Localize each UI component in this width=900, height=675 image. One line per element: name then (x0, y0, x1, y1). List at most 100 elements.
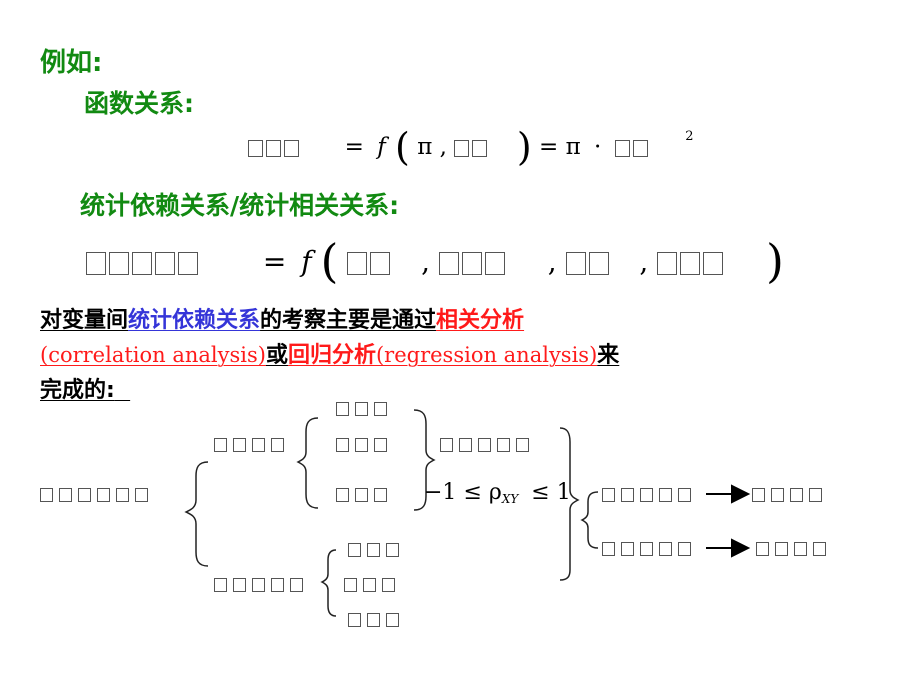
missing-glyph-icon (252, 437, 265, 452)
missing-glyph-icon (659, 487, 672, 502)
missing-glyph-icon (454, 139, 470, 157)
correlation-range: −1 ≤ ρXY ≤ 1 (424, 480, 571, 506)
missing-glyph-icon (355, 401, 368, 416)
missing-glyph-icon (516, 437, 529, 452)
missing-glyph-icon (271, 437, 284, 452)
missing-glyph-icon (363, 577, 376, 592)
missing-glyph-icon (370, 252, 391, 275)
missing-glyph-icon (771, 487, 784, 502)
le-sign-2: ≤ (531, 480, 550, 505)
missing-glyph-icon (775, 541, 788, 556)
para-highlight-blue: 统计依赖关系 (128, 308, 261, 333)
lower-item-2 (344, 576, 401, 592)
upper-right-label (440, 436, 535, 452)
missing-glyph-icon (382, 577, 395, 592)
paragraph-line-1: 对变量间统计依赖关系的考察主要是通过相关分析 (40, 310, 524, 332)
missing-glyph-icon (336, 437, 349, 452)
equals-sign: = (262, 245, 287, 278)
diagram-root-label (40, 486, 154, 502)
missing-glyph-icon (290, 577, 303, 592)
pi-symbol-2: π (565, 134, 581, 160)
para-text: 完成的: (40, 378, 115, 403)
small-left-brace (580, 491, 599, 549)
missing-glyph-icon (109, 252, 129, 275)
branch-upper-label (214, 436, 290, 452)
missing-glyph-icon (386, 612, 399, 627)
lower-left-brace (320, 549, 337, 617)
missing-glyph-icon (374, 487, 387, 502)
open-paren: ( (395, 125, 410, 169)
statistical-equation: = f ( , , , ) (86, 238, 784, 284)
missing-glyph-icon (178, 252, 198, 275)
rho-subscript: XY (501, 492, 519, 506)
missing-glyph-icon (233, 437, 246, 452)
tofu-arg1 (347, 245, 393, 278)
missing-glyph-icon (252, 577, 265, 592)
upper-item-2 (336, 436, 393, 452)
missing-glyph-icon (344, 577, 357, 592)
missing-glyph-icon (680, 252, 701, 275)
missing-glyph-icon (459, 437, 472, 452)
missing-glyph-icon (367, 542, 380, 557)
close-paren: ) (766, 234, 784, 288)
missing-glyph-icon (78, 487, 91, 502)
missing-glyph-icon (621, 487, 634, 502)
missing-glyph-icon (233, 577, 246, 592)
upper-left-brace (296, 417, 319, 509)
tofu-lhs-group (248, 134, 302, 160)
multiply-dot: · (594, 134, 602, 160)
missing-glyph-icon (657, 252, 678, 275)
right-lower-target (756, 540, 832, 556)
pi-symbol: π (417, 134, 433, 160)
missing-glyph-icon (703, 252, 724, 275)
comma-3: , (639, 245, 649, 278)
arrow-1-head (731, 484, 751, 504)
para-text: 来 (597, 343, 620, 368)
missing-glyph-icon (86, 252, 106, 275)
missing-glyph-icon (678, 487, 691, 502)
missing-glyph-icon (640, 487, 653, 502)
minus-one: −1 (424, 480, 457, 505)
missing-glyph-icon (621, 541, 634, 556)
missing-glyph-icon (214, 577, 227, 592)
missing-glyph-icon (809, 487, 822, 502)
missing-glyph-icon (40, 487, 53, 502)
missing-glyph-icon (794, 541, 807, 556)
para-highlight-red: 回归分析 (287, 343, 376, 368)
missing-glyph-icon (438, 252, 459, 275)
missing-glyph-icon (355, 487, 368, 502)
comma-1: , (421, 245, 431, 278)
missing-glyph-icon (790, 487, 803, 502)
heading: 例如: (40, 48, 103, 78)
brackets (184, 409, 599, 617)
close-paren: ) (516, 125, 532, 169)
missing-glyph-icon (355, 437, 368, 452)
missing-glyph-icon (565, 252, 586, 275)
lower-item-3 (348, 611, 405, 627)
missing-glyph-icon (497, 437, 510, 452)
functional-label: 函数关系: (84, 89, 194, 118)
para-text: 或 (265, 343, 288, 368)
missing-glyph-icon (461, 252, 482, 275)
missing-glyph-icon (271, 577, 284, 592)
tofu-lhs-group (86, 245, 201, 278)
para-english-red: (correlation analysis) (40, 343, 266, 367)
missing-glyph-icon (478, 437, 491, 452)
missing-glyph-icon (484, 252, 505, 275)
right-upper-target (752, 486, 828, 502)
missing-glyph-icon (266, 139, 281, 157)
lower-item-1 (348, 541, 405, 557)
tofu-arg4 (657, 245, 726, 278)
missing-glyph-icon (132, 252, 152, 275)
missing-glyph-icon (248, 139, 263, 157)
missing-glyph-icon (374, 401, 387, 416)
missing-glyph-icon (284, 139, 299, 157)
missing-glyph-icon (440, 437, 453, 452)
upper-item-3 (336, 486, 393, 502)
arrows (706, 484, 751, 558)
missing-glyph-icon (97, 487, 110, 502)
para-english-red: (regression analysis) (375, 343, 598, 367)
missing-glyph-icon (602, 487, 615, 502)
upper-item-1 (336, 400, 393, 416)
